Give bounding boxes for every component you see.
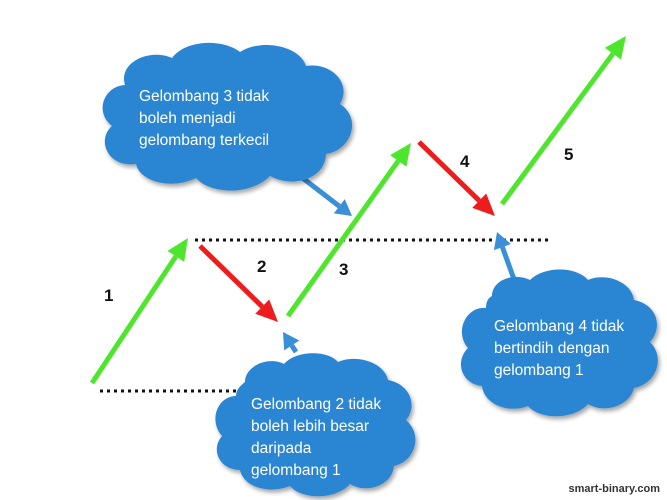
wave4-note-line-2: bertindih dengan: [494, 340, 610, 357]
wave2-note-line-3: daripada: [251, 440, 312, 457]
arrow-shaft: [298, 174, 341, 209]
wave-2-label: 2: [257, 257, 266, 276]
wave4-note-line-1: Gelombang 4 tidak: [494, 318, 624, 335]
wave-1-arrow: [89, 238, 188, 385]
arrow-head: [493, 232, 511, 251]
arrow-head: [472, 193, 495, 216]
wave2-note-pointer: [283, 332, 300, 354]
arrow-shaft: [285, 159, 401, 318]
wave-arrows: [89, 36, 626, 385]
wave-5-arrow: [499, 36, 626, 206]
wave-3-arrow: [285, 143, 411, 318]
wave2-note-line-1: Gelombang 2 tidak: [251, 396, 381, 413]
watermark: smart-binary.com: [569, 483, 661, 495]
wave3-note-line-2: boleh menjadi: [139, 110, 236, 127]
wave2-note-cloud: [215, 353, 416, 497]
arrow-shaft: [289, 344, 299, 354]
arrow-shaft: [89, 254, 178, 385]
wave-4-arrow: [417, 140, 495, 216]
arrow-head: [255, 299, 278, 322]
wave-3-label: 3: [339, 260, 348, 279]
arrow-head: [283, 332, 300, 351]
wave3-note-cloud: [102, 42, 353, 191]
wave3-note-pointer: [298, 174, 352, 216]
arrow-shaft: [499, 52, 615, 206]
arrow-shaft: [417, 140, 481, 203]
wave-1-label: 1: [104, 286, 113, 305]
wave3-note-line-3: gelombang terkecil: [139, 132, 269, 149]
wave2-note-line-4: gelombang 1: [251, 462, 341, 479]
arrow-head: [390, 143, 411, 167]
wave4-note-line-3: gelombang 1: [494, 362, 584, 379]
arrow-shaft: [198, 244, 264, 309]
arrow-head: [333, 199, 352, 216]
arrow-head: [604, 36, 626, 60]
wave3-note-line-1: Gelombang 3 tidak: [139, 88, 269, 105]
arrow-head: [167, 238, 188, 262]
cloud-pointers: [283, 174, 523, 354]
wave2-note-line-2: boleh lebih besar: [251, 418, 369, 435]
wave4-note-cloud: [460, 269, 658, 417]
wave-5-label: 5: [564, 145, 573, 164]
wave-4-label: 4: [460, 152, 470, 171]
wave-2-arrow: [198, 244, 278, 322]
